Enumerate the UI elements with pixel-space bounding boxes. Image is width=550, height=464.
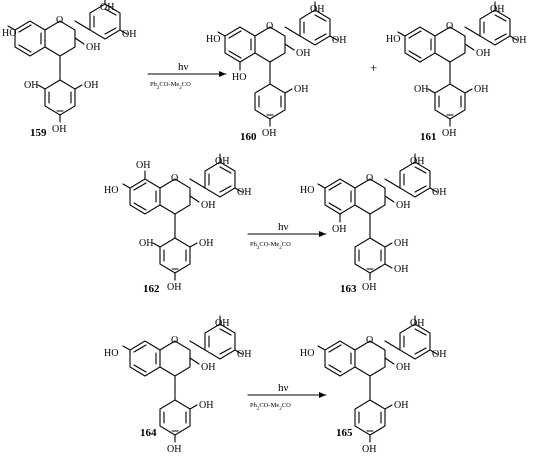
molecule-162	[122, 153, 243, 281]
label-ho: HO	[104, 185, 118, 196]
label-ho: HO	[300, 348, 314, 359]
solvent-label: Ph2CO-Me2CO	[150, 81, 191, 91]
label-oh: OH	[122, 29, 136, 40]
label-o-ring: O	[366, 335, 373, 346]
label-ho: HO	[104, 348, 118, 359]
label-o-ring: O	[366, 173, 373, 184]
label-oh: OH	[442, 128, 456, 139]
label-oh: OH	[410, 156, 424, 167]
label-oh: OH	[512, 35, 526, 46]
compound-id-163: 163	[340, 283, 357, 295]
label-ho: HO	[300, 185, 314, 196]
label-oh: OH	[237, 349, 251, 360]
compound-id-160: 160	[240, 131, 257, 143]
light-label: hν	[278, 382, 289, 394]
molecule-159	[7, 0, 128, 123]
molecule-164	[122, 315, 243, 443]
label-oh: OH	[296, 48, 310, 59]
label-oh: OH	[262, 128, 276, 139]
label-o-ring: O	[266, 21, 273, 32]
label-oh: OH	[490, 4, 504, 15]
compound-id-161: 161	[420, 131, 437, 143]
molecule-161	[397, 1, 518, 127]
label-oh: OH	[52, 124, 66, 135]
label-oh: OH	[215, 318, 229, 329]
compound-id-162: 162	[143, 283, 160, 295]
label-oh: OH	[332, 224, 346, 235]
label-oh: OH	[362, 444, 376, 455]
label-oh: OH	[432, 187, 446, 198]
label-oh: OH	[199, 238, 213, 249]
light-label: hν	[178, 61, 189, 73]
label-oh: OH	[167, 444, 181, 455]
label-ho: HO	[386, 34, 400, 45]
label-oh: OH	[410, 318, 424, 329]
label-ho: HO	[206, 34, 220, 45]
plus-sign: +	[370, 60, 377, 75]
compound-id-164: 164	[140, 427, 157, 439]
label-o-ring: O	[446, 21, 453, 32]
label-oh: OH	[394, 400, 408, 411]
label-oh: OH	[414, 84, 428, 95]
label-oh: OH	[84, 80, 98, 91]
label-oh: OH	[396, 200, 410, 211]
label-oh: OH	[474, 84, 488, 95]
light-label: hν	[278, 221, 289, 233]
compound-id-165: 165	[336, 427, 353, 439]
label-ho: HO	[232, 72, 246, 83]
molecule-163	[317, 153, 438, 281]
label-o-ring: O	[171, 173, 178, 184]
molecule-160	[217, 1, 338, 127]
label-o-ring: O	[171, 335, 178, 346]
solvent-label: Ph2CO-Me2CO	[250, 241, 291, 251]
label-oh: OH	[294, 84, 308, 95]
label-oh: OH	[86, 42, 100, 53]
label-oh: OH	[136, 160, 150, 171]
label-oh: OH	[310, 4, 324, 15]
label-oh: OH	[215, 156, 229, 167]
label-oh: OH	[394, 238, 408, 249]
label-oh: OH	[432, 349, 446, 360]
compound-id-159: 159	[30, 127, 47, 139]
label-oh: OH	[201, 362, 215, 373]
label-oh: OH	[332, 35, 346, 46]
label-oh: OH	[24, 80, 38, 91]
label-oh: OH	[167, 282, 181, 293]
label-oh: OH	[139, 238, 153, 249]
solvent-label: Ph2CO-Me2CO	[250, 402, 291, 412]
label-oh: OH	[100, 2, 114, 13]
label-oh: OH	[362, 282, 376, 293]
label-oh: OH	[199, 400, 213, 411]
label-ho: HO	[2, 28, 16, 39]
label-oh: OH	[396, 362, 410, 373]
label-oh: OH	[394, 264, 408, 275]
label-oh: OH	[237, 187, 251, 198]
label-oh: OH	[201, 200, 215, 211]
molecule-165	[317, 315, 438, 443]
label-oh: OH	[476, 48, 490, 59]
label-o-ring: O	[56, 15, 63, 26]
